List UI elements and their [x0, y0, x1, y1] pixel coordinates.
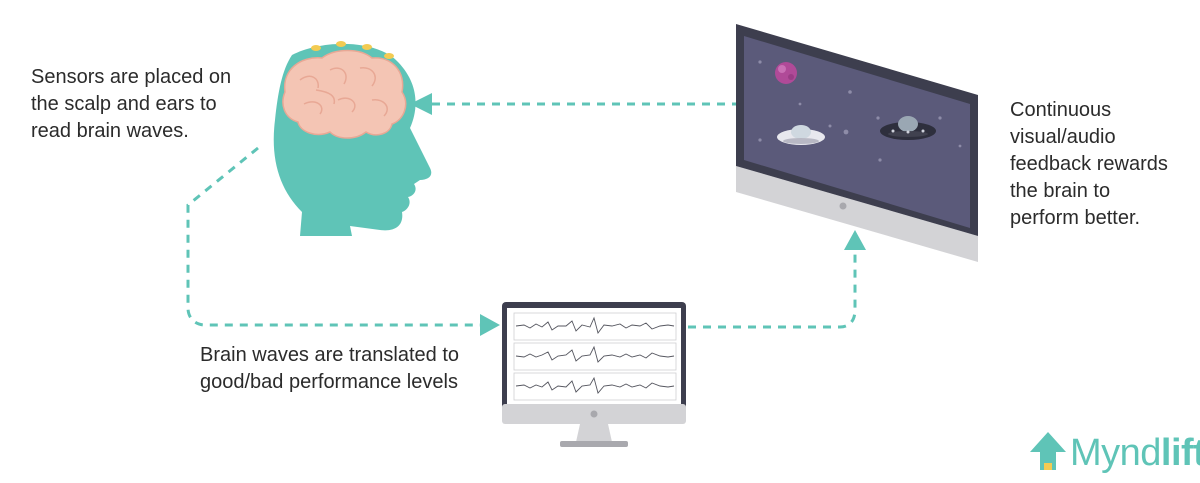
eeg-monitor-icon	[502, 302, 686, 447]
myndlift-logo: Myndlift	[1070, 428, 1200, 478]
game-monitor-chin	[736, 166, 978, 262]
brain-icon	[282, 49, 407, 139]
logo-word-bold: lift	[1160, 432, 1200, 474]
caption-sensors: Sensors are placed on the scalp and ears…	[31, 66, 232, 142]
eeg-monitor-button	[590, 410, 598, 418]
arrowhead-right	[480, 314, 500, 336]
eeg-panels	[513, 312, 677, 401]
logo-wordmark: Myndlift	[1070, 433, 1200, 473]
eeg-monitor-neck	[576, 424, 612, 442]
arrow-line-eeg-to-game	[688, 252, 857, 329]
arrowhead-up	[844, 230, 866, 250]
game-monitor-button	[839, 202, 847, 210]
arrowhead-left	[410, 93, 432, 115]
arrow-up-logo-icon	[1030, 432, 1066, 470]
game-monitor-icon	[736, 24, 978, 262]
caption-feedback: Continuous visual/audio feedback rewards…	[1010, 99, 1168, 229]
ufo-light-icon	[777, 125, 825, 145]
logo-word-light: Mynd	[1070, 432, 1161, 474]
arrowheads	[410, 93, 866, 336]
game-monitor-screen	[744, 36, 970, 228]
caption-translate: Brain waves are translated to good/bad p…	[200, 344, 460, 393]
head-with-brain-icon	[273, 41, 432, 236]
ufo-dark-icon	[880, 116, 936, 140]
eeg-monitor-base	[560, 441, 628, 447]
sensor-dots	[311, 41, 394, 59]
star-dots	[758, 60, 962, 162]
planet-icon	[775, 62, 797, 84]
eeg-waveforms	[515, 316, 675, 394]
